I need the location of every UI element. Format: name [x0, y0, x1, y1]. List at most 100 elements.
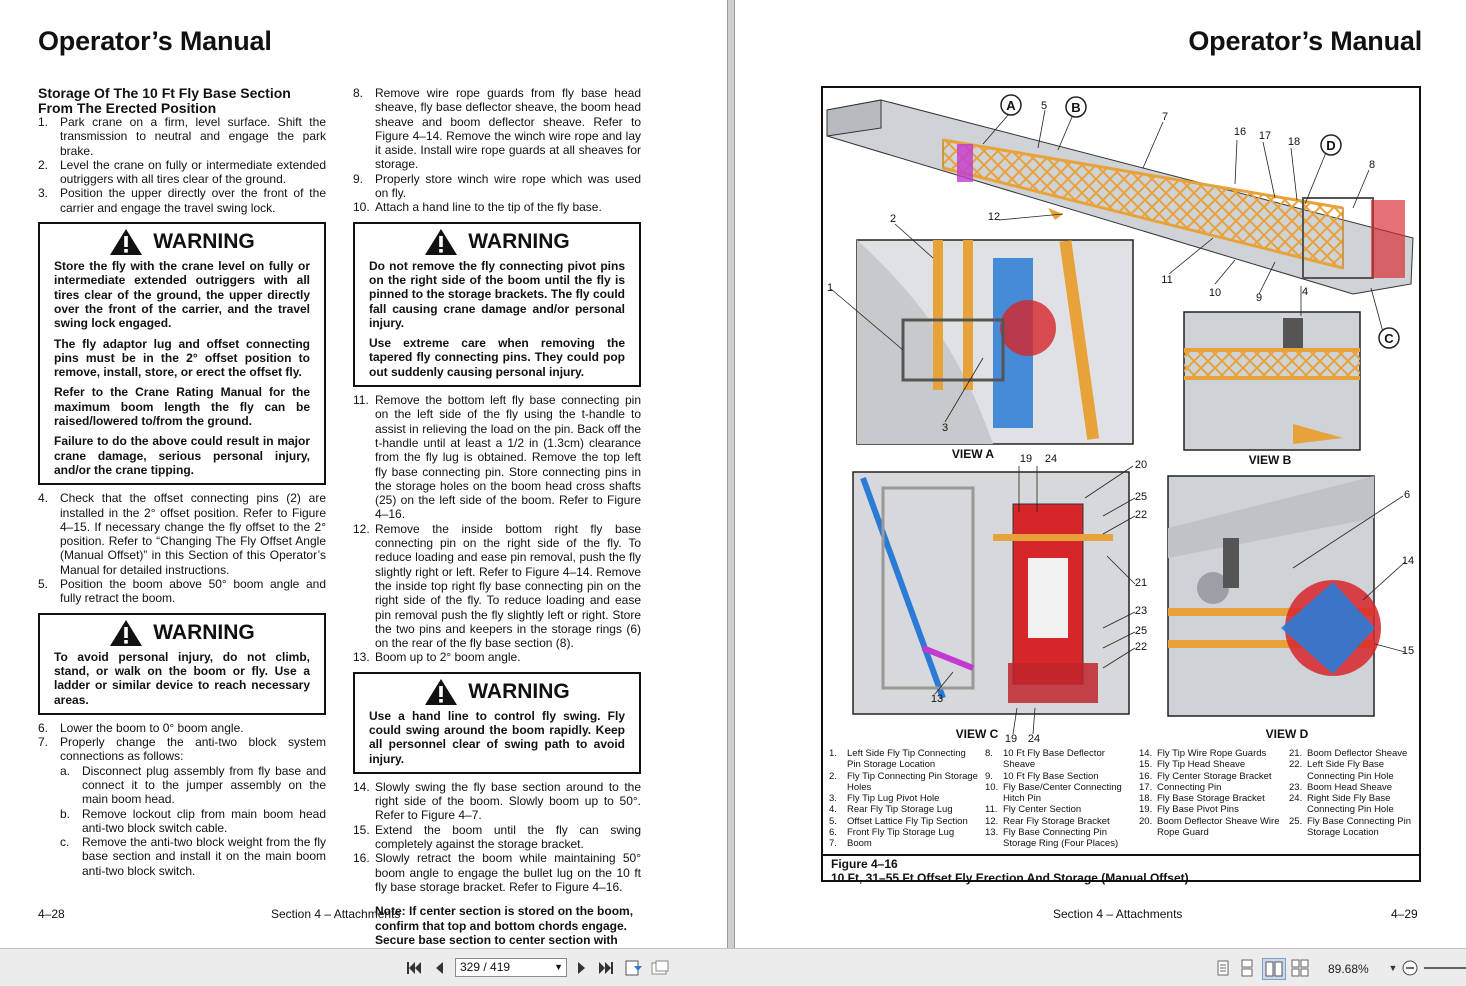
step-item: 3.Position the upper directly over the f…	[38, 186, 326, 215]
legend-number: 3.	[829, 793, 837, 805]
next-page-icon[interactable]	[573, 958, 591, 978]
legend-item: 16.Fly Center Storage Bracket	[1139, 771, 1283, 782]
step-item: 2.Level the crane on fully or intermedia…	[38, 158, 326, 187]
step-item: 6.Lower the boom to 0° boom angle.	[38, 721, 326, 735]
step-text: Check that the offset connecting pins (2…	[60, 491, 326, 577]
callout-letter: B	[1071, 100, 1080, 115]
legend-column: 14.Fly Tip Wire Rope Guards 15.Fly Tip H…	[1139, 748, 1283, 850]
callout-number: 7	[1162, 111, 1168, 123]
left-page: Operator’s Manual Storage Of The 10 Ft F…	[0, 0, 727, 948]
view-label: VIEW B	[1249, 453, 1292, 467]
view-label: VIEW C	[956, 727, 999, 741]
zoom-dropdown-icon[interactable]: ▼	[1388, 963, 1398, 973]
step-number: 7.	[38, 735, 49, 750]
callout-letters	[1000, 94, 1400, 349]
zoom-slider-icon[interactable]	[1424, 958, 1466, 978]
right-column: 8.Remove wire rope guards from fly base …	[353, 86, 641, 948]
callout-number: 18	[1288, 136, 1300, 148]
steps-list-c: 6.Lower the boom to 0° boom angle. 7.Pro…	[38, 721, 326, 764]
step-number: 4.	[38, 491, 49, 506]
callout-number: 22	[1135, 641, 1147, 653]
step-text: Remove the inside bottom right fly base …	[375, 521, 641, 651]
legend-number: 10.	[985, 781, 999, 793]
step-item: 13.Boom up to 2° boom angle.	[353, 650, 641, 664]
legend-text: Fly Base/Center Connecting Hitch Pin	[1003, 781, 1122, 805]
step-number: 1.	[38, 115, 49, 129]
step-number: 12.	[353, 521, 370, 536]
step-number: 10.	[353, 200, 370, 215]
legend-number: 23.	[1289, 781, 1303, 793]
legend-item: 6.Front Fly Tip Storage Lug	[829, 827, 979, 838]
warning-header: WARNING	[54, 228, 310, 256]
warning-paragraph: Failure to do the above could result in …	[54, 434, 310, 477]
view-c-drawing	[852, 471, 1130, 715]
legend-number: 16.	[1139, 770, 1153, 782]
prev-page-icon[interactable]	[430, 958, 448, 978]
callout-letter: D	[1326, 138, 1335, 153]
step-text: Slowly retract the boom while maintainin…	[375, 851, 641, 894]
legend-item: 24.Right Side Fly Base Connecting Pin Ho…	[1289, 793, 1417, 816]
substeps-list: a. Disconnect plug assembly from fly base…	[38, 764, 326, 878]
legend-text: Fly Base Connecting Pin Storage Ring (Fo…	[1003, 827, 1119, 850]
warning-box-1: WARNING Store the fly with the crane lev…	[38, 222, 326, 486]
view-label: VIEW D	[1266, 727, 1309, 741]
figure-caption: Figure 4–16 10 Ft, 31–55 Ft Offset Fly E…	[823, 854, 1419, 885]
step-text: Position the boom above 50° boom angle a…	[60, 577, 326, 606]
legend-text: Rear Fly Tip Storage Lug	[847, 804, 953, 816]
callout-letter: A	[1006, 98, 1016, 113]
step-item: 16.Slowly retract the boom while maintai…	[353, 851, 641, 894]
legend-number: 2.	[829, 770, 837, 782]
legend-text: Left Side Fly Base Connecting Pin Hole	[1307, 759, 1394, 782]
last-page-icon[interactable]	[596, 958, 616, 978]
step-item: 9.Properly store winch wire rope which w…	[353, 172, 641, 201]
legend-text: 10 Ft Fly Base Section	[1003, 770, 1099, 782]
section-title: Storage Of The 10 Ft Fly Base Section Fr…	[38, 86, 326, 115]
step-item: 10. Attach a hand line to the tip of the …	[353, 200, 641, 214]
legend-text: Boom Deflector Sheave Wire Rope Guard	[1157, 815, 1280, 839]
legend-text: Fly Center Section	[1003, 804, 1082, 816]
callout-circle-b	[1065, 96, 1087, 118]
first-page-icon[interactable]	[404, 958, 424, 978]
page-number-input[interactable]: 329 / 419 ▼	[455, 958, 567, 977]
legend-number: 22.	[1289, 759, 1303, 771]
two-page-continuous-icon[interactable]	[1290, 958, 1310, 978]
substep-text: Disconnect plug assembly from fly base a…	[82, 763, 326, 807]
zoom-out-icon[interactable]	[1401, 958, 1419, 978]
legend-number: 17.	[1139, 781, 1153, 793]
callout-number: 24	[1028, 733, 1040, 745]
legend-item: 19.Fly Base Pivot Pins	[1139, 804, 1283, 815]
legend-text: Fly Base Storage Bracket	[1157, 793, 1265, 805]
step-item: 1. Park crane on a firm, level surface. S…	[38, 115, 326, 158]
substep-item: c.Remove the anti-two block weight from …	[38, 835, 326, 878]
warning-triangle-icon	[425, 228, 458, 255]
substep-letter: b.	[60, 806, 71, 821]
zoom-level[interactable]: 89.68%	[1328, 962, 1369, 976]
callout-number: 1	[827, 282, 833, 294]
steps-list-b: 4. Check that the offset connecting pins …	[38, 491, 326, 605]
callout-number: 20	[1135, 459, 1147, 471]
continuous-icon[interactable]	[1238, 958, 1256, 978]
two-page-icon[interactable]	[1262, 958, 1286, 980]
steps-list-a: 1. Park crane on a firm, level surface. S…	[38, 115, 326, 215]
step-number: 3.	[38, 186, 49, 201]
fit-width-icon[interactable]	[650, 958, 670, 978]
legend-number: 9.	[985, 770, 993, 782]
callout-number: 22	[1135, 509, 1147, 521]
step-number: 9.	[353, 171, 364, 186]
warning-paragraph: Use a hand line to control fly swing. Fl…	[369, 708, 625, 766]
substep-letter: a.	[60, 763, 71, 778]
single-page-icon[interactable]	[1214, 958, 1232, 978]
callout-number: 8	[1369, 159, 1375, 171]
fit-page-icon[interactable]	[624, 958, 644, 978]
step-text: Park crane on a firm, level surface. Shi…	[60, 115, 326, 158]
warning-paragraph: Refer to the Crane Rating Manual for the…	[54, 385, 310, 429]
chevron-down-icon[interactable]: ▼	[554, 962, 563, 972]
callout-number: 6	[1404, 489, 1410, 501]
step-text: Attach a hand line to the tip of the fly…	[375, 200, 602, 215]
callout-number: 10	[1209, 287, 1221, 299]
warning-triangle-icon	[110, 619, 143, 646]
legend-text: Connecting Pin	[1157, 781, 1222, 793]
substep-item: b.Remove lockout clip from main boom hea…	[38, 807, 326, 836]
step-item: 7.Properly change the anti-two block sys…	[38, 735, 326, 764]
right-footer-page-number: 4–29	[1391, 907, 1418, 921]
